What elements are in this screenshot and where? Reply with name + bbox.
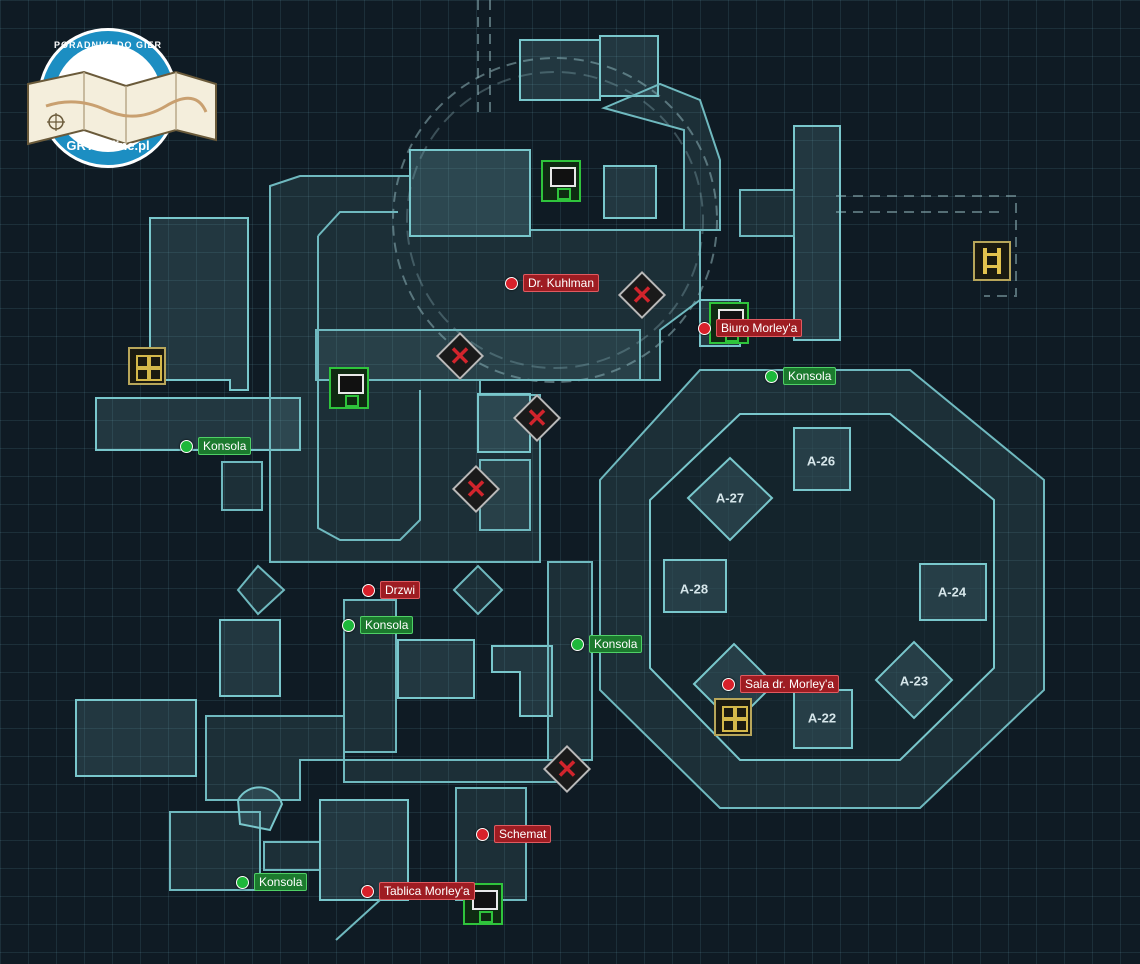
room-north-large bbox=[409, 149, 531, 237]
green-marker-icon bbox=[571, 637, 584, 651]
room-southwest-big bbox=[75, 699, 197, 777]
ladder-icon[interactable] bbox=[973, 241, 1011, 281]
sector-label: A-23 bbox=[899, 673, 929, 689]
marker-schematic[interactable]: Schemat bbox=[476, 825, 552, 843]
red-marker-icon bbox=[361, 884, 374, 898]
red-marker-icon bbox=[362, 583, 375, 597]
marker-morley-board[interactable]: Tablica Morley'a bbox=[361, 882, 475, 900]
save-station-icon[interactable] bbox=[541, 160, 581, 202]
sector-label: A-28 bbox=[679, 581, 709, 597]
marker-label: Drzwi bbox=[380, 581, 420, 599]
logo-slogan: PORADNIKI DO GIER bbox=[53, 40, 162, 50]
room-north-c bbox=[603, 165, 657, 219]
locker-icon[interactable] bbox=[128, 347, 166, 385]
corridor-north-arc bbox=[600, 82, 721, 231]
room-morley-board bbox=[319, 799, 409, 901]
sector-label: A-22 bbox=[807, 710, 837, 726]
green-marker-icon bbox=[342, 618, 355, 632]
room-east-link bbox=[739, 189, 795, 237]
room-north-a bbox=[519, 39, 601, 101]
room-round-south bbox=[236, 786, 284, 832]
room-diamond-east bbox=[452, 564, 504, 616]
marker-door[interactable]: Drzwi bbox=[362, 581, 420, 599]
marker-label: Schemat bbox=[494, 825, 552, 843]
locker-icon[interactable] bbox=[714, 698, 752, 736]
marker-label: Konsola bbox=[360, 616, 414, 634]
room-a27 bbox=[686, 456, 774, 542]
sector-label: A-27 bbox=[715, 490, 745, 506]
sector-label: A-26 bbox=[806, 453, 836, 469]
save-station-icon[interactable] bbox=[329, 367, 369, 409]
marker-label: Konsola bbox=[589, 635, 643, 653]
dashed-rail-right bbox=[836, 195, 1017, 297]
red-marker-icon bbox=[476, 827, 489, 841]
marker-label: Dr. Kuhlman bbox=[523, 274, 600, 292]
green-marker-icon bbox=[765, 369, 778, 383]
gryonline-logo: PORADNIKI DO GIER GRYOnline.pl bbox=[20, 28, 217, 180]
marker-morley-office[interactable]: Biuro Morley'a bbox=[698, 319, 803, 337]
red-marker-icon bbox=[505, 276, 518, 290]
room-south-center bbox=[397, 639, 475, 699]
dashed-ring-inner bbox=[406, 71, 704, 369]
room-mid-small bbox=[477, 393, 531, 453]
corridor-inner-loop bbox=[317, 211, 421, 541]
room-diamond-west bbox=[236, 564, 286, 616]
room-a24 bbox=[919, 563, 987, 621]
dashed-ring bbox=[392, 57, 718, 383]
folded-map-icon bbox=[27, 70, 217, 146]
marker-label: Konsola bbox=[198, 437, 252, 455]
marker-morley-hall[interactable]: Sala dr. Morley'a bbox=[722, 675, 839, 693]
room-schematic bbox=[455, 787, 527, 901]
marker-label: Biuro Morley'a bbox=[716, 319, 803, 337]
room-north-b bbox=[599, 35, 659, 97]
green-marker-icon bbox=[180, 439, 193, 453]
marker-console[interactable]: Konsola bbox=[236, 873, 308, 891]
ring-a-sector-inner bbox=[649, 413, 995, 761]
wall-diagonal bbox=[335, 899, 381, 941]
room-south-l bbox=[491, 645, 553, 717]
corridor-south-vertical bbox=[343, 599, 397, 753]
green-marker-icon bbox=[236, 875, 249, 889]
marker-dr-kuhlman[interactable]: Dr. Kuhlman bbox=[505, 274, 600, 292]
room-southwest-a bbox=[219, 619, 281, 697]
corridor-south-small bbox=[263, 841, 321, 871]
marker-console[interactable]: Konsola bbox=[342, 616, 414, 634]
marker-console[interactable]: Konsola bbox=[765, 367, 837, 385]
marker-console[interactable]: Konsola bbox=[180, 437, 252, 455]
room-a23 bbox=[874, 640, 954, 720]
corridor-south-link bbox=[343, 759, 561, 783]
logo-brand: GRYOnline.pl bbox=[66, 138, 150, 153]
room-a28 bbox=[663, 559, 727, 613]
marker-label: Tablica Morley'a bbox=[379, 882, 475, 900]
corridor-east-vertical bbox=[793, 125, 841, 341]
dashed-rail-top bbox=[477, 0, 491, 118]
room-a26 bbox=[793, 427, 851, 491]
red-marker-icon bbox=[722, 677, 735, 691]
marker-label: Konsola bbox=[254, 873, 308, 891]
red-marker-icon bbox=[698, 321, 711, 335]
marker-label: Konsola bbox=[783, 367, 837, 385]
marker-label: Sala dr. Morley'a bbox=[740, 675, 839, 693]
save-station-icon[interactable] bbox=[463, 883, 503, 925]
room-west-small bbox=[221, 461, 263, 511]
corridor-south-east bbox=[547, 561, 593, 761]
sector-label: A-24 bbox=[937, 584, 967, 600]
marker-console[interactable]: Konsola bbox=[571, 635, 643, 653]
corridor-southwest bbox=[205, 715, 345, 801]
